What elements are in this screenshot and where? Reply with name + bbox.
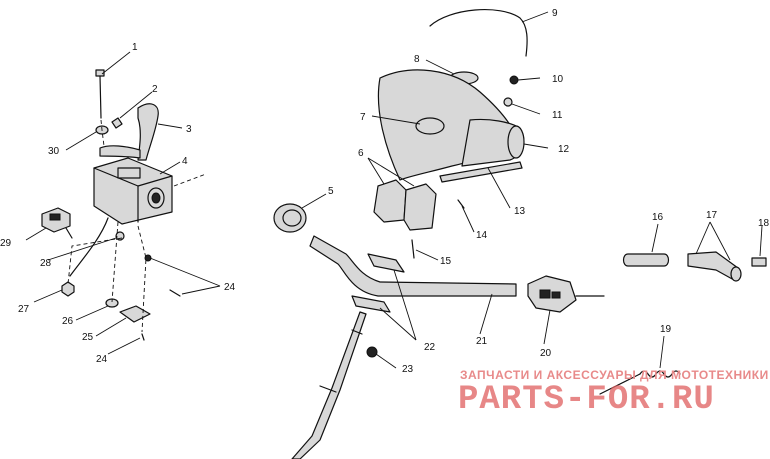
callout-26: 26 xyxy=(62,316,74,327)
callout-20: 20 xyxy=(540,348,552,359)
part-plate-25 xyxy=(119,305,151,323)
watermark-top-line: ЗАПЧАСТИ И АКСЕССУАРЫ ДЛЯ МОТОТЕХНИКИ xyxy=(460,368,769,382)
right-controls xyxy=(527,251,767,395)
callout-29: 29 xyxy=(0,238,12,249)
part-block-29 xyxy=(41,207,73,239)
callout-8: 8 xyxy=(414,54,420,65)
part-screw-14 xyxy=(457,199,465,209)
part-washer-11 xyxy=(503,97,513,107)
throttle-assembly xyxy=(41,69,207,341)
callout-7: 7 xyxy=(360,112,366,123)
part-clip-2 xyxy=(111,117,123,129)
part-clamp-22 xyxy=(351,253,405,313)
part-clamp-6 xyxy=(373,179,437,231)
callout-18: 18 xyxy=(758,218,770,229)
callout-3: 3 xyxy=(186,124,192,135)
callout-15: 15 xyxy=(440,256,452,267)
callout-16: 16 xyxy=(652,212,664,223)
part-bolt-1 xyxy=(95,69,105,119)
callout-17: 17 xyxy=(706,210,718,221)
callout-19: 19 xyxy=(660,324,672,335)
callout-13: 13 xyxy=(514,206,526,217)
callout-4: 4 xyxy=(182,156,188,167)
callout-22: 22 xyxy=(424,342,436,353)
part-bolt-18 xyxy=(751,257,767,267)
part-screw-24b xyxy=(141,333,145,341)
part-spring-19 xyxy=(639,370,681,378)
callout-11: 11 xyxy=(552,110,563,121)
part-nut-27 xyxy=(61,281,75,297)
part-strap-9 xyxy=(429,9,528,57)
callout-5: 5 xyxy=(328,186,334,197)
callout-30: 30 xyxy=(48,146,60,157)
callout-12: 12 xyxy=(558,144,570,155)
part-grip-16 xyxy=(622,253,670,267)
watermark-brand: PARTS-FOR.RU xyxy=(458,381,715,419)
callout-labels: 1 2 3 4 5 6 7 8 9 10 11 12 13 14 15 16 1… xyxy=(0,8,770,375)
part-nut-23 xyxy=(366,346,378,358)
callout-2: 2 xyxy=(152,84,158,95)
part-bolt-15 xyxy=(411,239,415,259)
part-ring-5 xyxy=(273,203,307,233)
part-lever-3 xyxy=(137,103,159,161)
part-handlebar-21 xyxy=(309,235,517,297)
part-grip-end-17 xyxy=(687,251,742,282)
steering-column xyxy=(291,311,367,459)
callout-25: 25 xyxy=(82,332,94,343)
part-lever-arm-3 xyxy=(99,145,141,159)
part-nut-10 xyxy=(509,75,519,85)
callout-14: 14 xyxy=(476,230,488,241)
part-housing-4 xyxy=(93,157,173,225)
callout-9: 9 xyxy=(552,8,558,19)
callout-24b: 24 xyxy=(96,354,108,365)
callout-24: 24 xyxy=(224,282,236,293)
callout-1: 1 xyxy=(132,42,138,53)
watermark: ЗАПЧАСТИ И АКСЕССУАРЫ ДЛЯ МОТОТЕХНИКИ PA… xyxy=(458,368,769,419)
part-switch-20 xyxy=(527,275,605,313)
callout-10: 10 xyxy=(552,74,564,85)
pad-logo xyxy=(415,117,445,135)
handlebar-pad-assembly xyxy=(273,9,528,459)
callout-28: 28 xyxy=(40,258,52,269)
callout-23: 23 xyxy=(402,364,414,375)
callout-21: 21 xyxy=(476,336,488,347)
callout-27: 27 xyxy=(18,304,30,315)
throttle-cable xyxy=(69,217,109,277)
part-screw-24a xyxy=(169,289,181,297)
leader-lines xyxy=(25,11,763,369)
callout-6: 6 xyxy=(358,148,364,159)
part-strip-13 xyxy=(439,161,523,183)
